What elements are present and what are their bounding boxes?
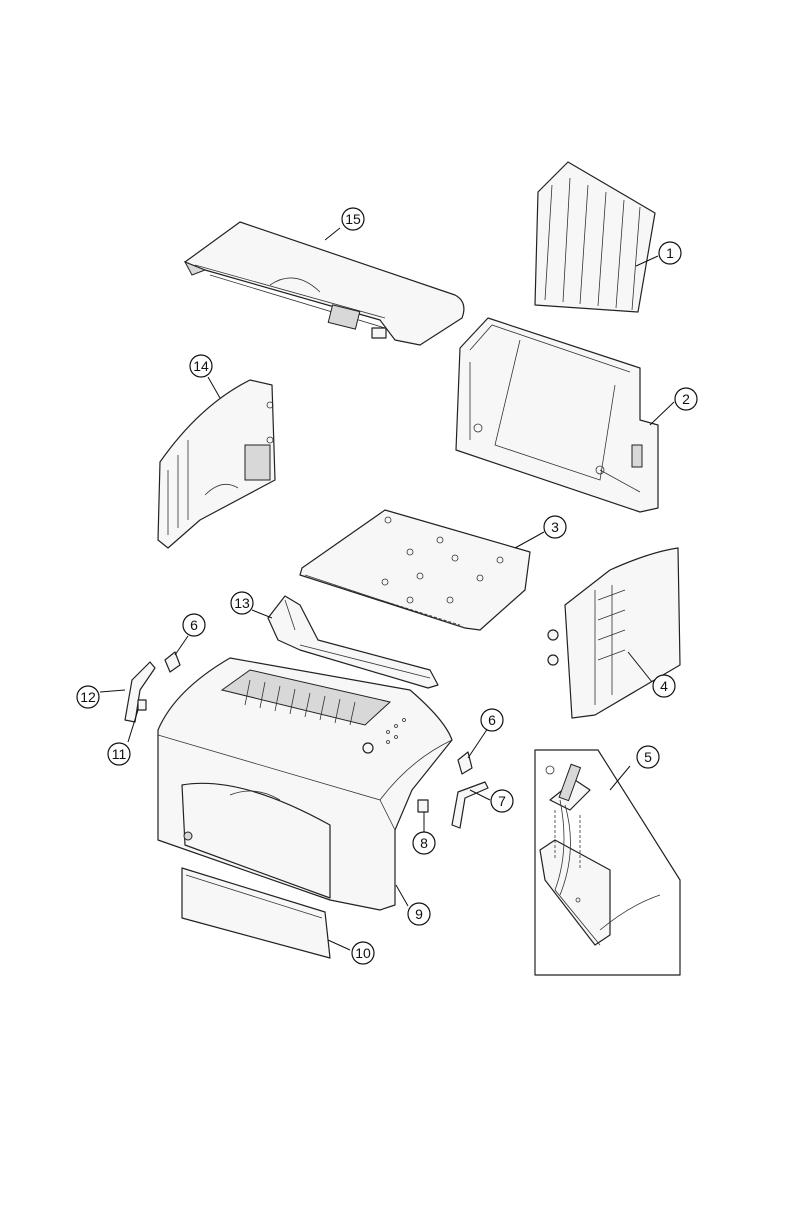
svg-text:5: 5 [644, 749, 652, 765]
callout-15: 15 [342, 208, 364, 230]
svg-text:2: 2 [682, 391, 690, 407]
part-cable-assembly-inset [535, 750, 680, 975]
svg-text:12: 12 [80, 689, 96, 705]
svg-text:3: 3 [551, 519, 559, 535]
part-left-side-frame [158, 380, 275, 548]
svg-text:13: 13 [234, 595, 250, 611]
callout-10: 10 [352, 942, 374, 964]
part-top-cover [185, 222, 464, 345]
part-printer-body [158, 658, 452, 910]
svg-text:11: 11 [112, 746, 127, 762]
svg-text:8: 8 [420, 835, 428, 851]
part-pin [138, 700, 146, 710]
callout-9: 9 [408, 903, 430, 925]
part-controller-shield [300, 510, 530, 630]
callout-6-left: 6 [183, 614, 205, 636]
callout-4: 4 [653, 675, 675, 697]
part-paper-support [535, 162, 655, 312]
callout-8: 8 [413, 832, 435, 854]
callout-12: 12 [77, 686, 99, 708]
part-paper-tray [456, 318, 658, 512]
part-gear [418, 800, 428, 812]
callout-3: 3 [544, 516, 566, 538]
svg-text:14: 14 [193, 358, 209, 374]
part-lever-left [125, 662, 155, 722]
callout-13: 13 [231, 592, 253, 614]
part-clip-left [165, 652, 180, 672]
callout-6-right: 6 [481, 709, 503, 731]
svg-text:6: 6 [190, 617, 198, 633]
svg-text:10: 10 [355, 945, 371, 961]
callout-11: 11 [108, 743, 130, 765]
part-lever-right [452, 782, 488, 828]
callout-1: 1 [659, 242, 681, 264]
callout-14: 14 [190, 355, 212, 377]
callout-2: 2 [675, 388, 697, 410]
callout-5: 5 [637, 746, 659, 768]
svg-text:9: 9 [415, 906, 423, 922]
svg-text:4: 4 [660, 678, 668, 694]
svg-text:6: 6 [488, 712, 496, 728]
svg-text:1: 1 [666, 245, 674, 261]
callout-7: 7 [491, 790, 513, 812]
svg-text:7: 7 [498, 793, 506, 809]
svg-text:15: 15 [345, 211, 361, 227]
